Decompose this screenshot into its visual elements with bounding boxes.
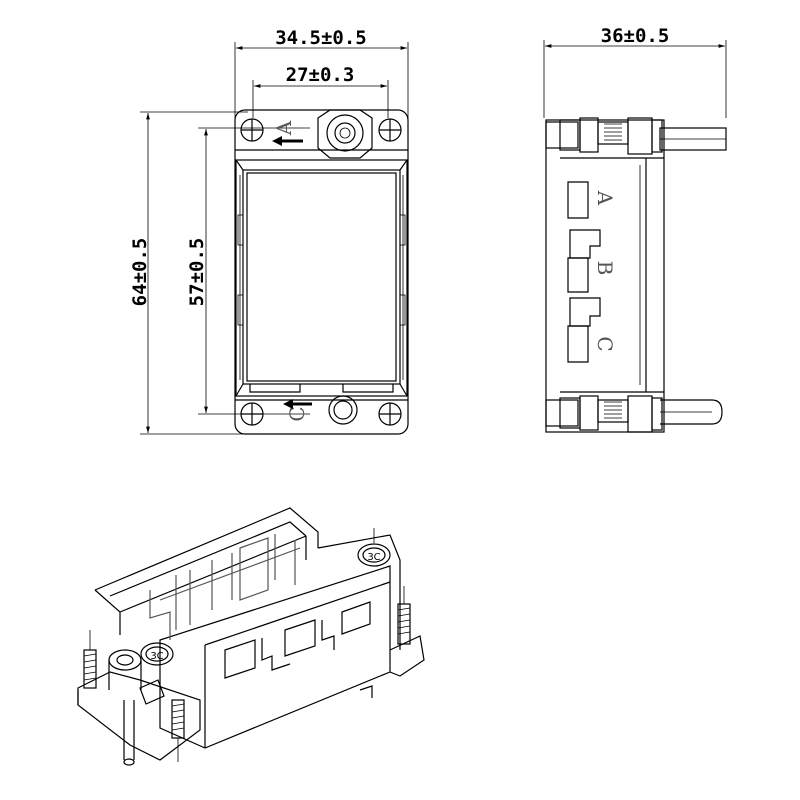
iso-screw-head-right: 3C (357, 528, 391, 567)
side-letter-c: C (593, 336, 617, 351)
screw-mark-right: 3C (367, 552, 380, 563)
iso-stud-left (83, 630, 97, 689)
arrow-top-icon (272, 136, 303, 146)
isometric-view: 3C 3C (77, 507, 425, 766)
coding-letter-top: A (272, 120, 296, 136)
screw-top-left (240, 118, 264, 142)
frame-outline (234, 109, 409, 435)
side-view: 36±0.5 (543, 25, 727, 433)
side-letter-b: B (593, 261, 617, 276)
arrow-bottom-icon (283, 399, 312, 409)
screw-bottom-left (240, 402, 264, 426)
screw-mark-left: 3C (150, 651, 163, 662)
side-letter-a: A (593, 190, 617, 206)
side-screw-top (545, 117, 727, 155)
outer-height-label: 64±0.5 (129, 238, 151, 307)
iso-screw-head-left: 3C (140, 642, 174, 666)
iso-guide-pin (108, 649, 142, 766)
dim-inner-width: 27±0.3 (252, 64, 389, 118)
guide-hole-bottom (328, 395, 358, 425)
window-opening (246, 172, 397, 382)
guide-pin-top (317, 109, 373, 159)
front-view: 34.5±0.5 27±0.3 64±0.5 57±0.5 (129, 27, 409, 435)
side-width-label: 36±0.5 (601, 25, 670, 47)
screw-top-right (378, 118, 402, 142)
outer-width-label: 34.5±0.5 (275, 27, 367, 49)
dim-inner-height: 57±0.5 (186, 127, 310, 415)
inner-width-label: 27±0.3 (286, 64, 355, 86)
screw-bottom-right (378, 402, 402, 426)
iso-stud-center (171, 699, 185, 762)
dim-outer-height: 64±0.5 (129, 111, 248, 435)
inner-height-label: 57±0.5 (186, 238, 208, 307)
coding-letter-bottom: C (285, 406, 309, 421)
iso-stud-right (389, 586, 425, 677)
dim-side-width: 36±0.5 (543, 25, 727, 118)
side-body (545, 119, 665, 433)
dim-outer-width: 34.5±0.5 (234, 27, 409, 120)
side-screw-bottom (545, 395, 723, 433)
